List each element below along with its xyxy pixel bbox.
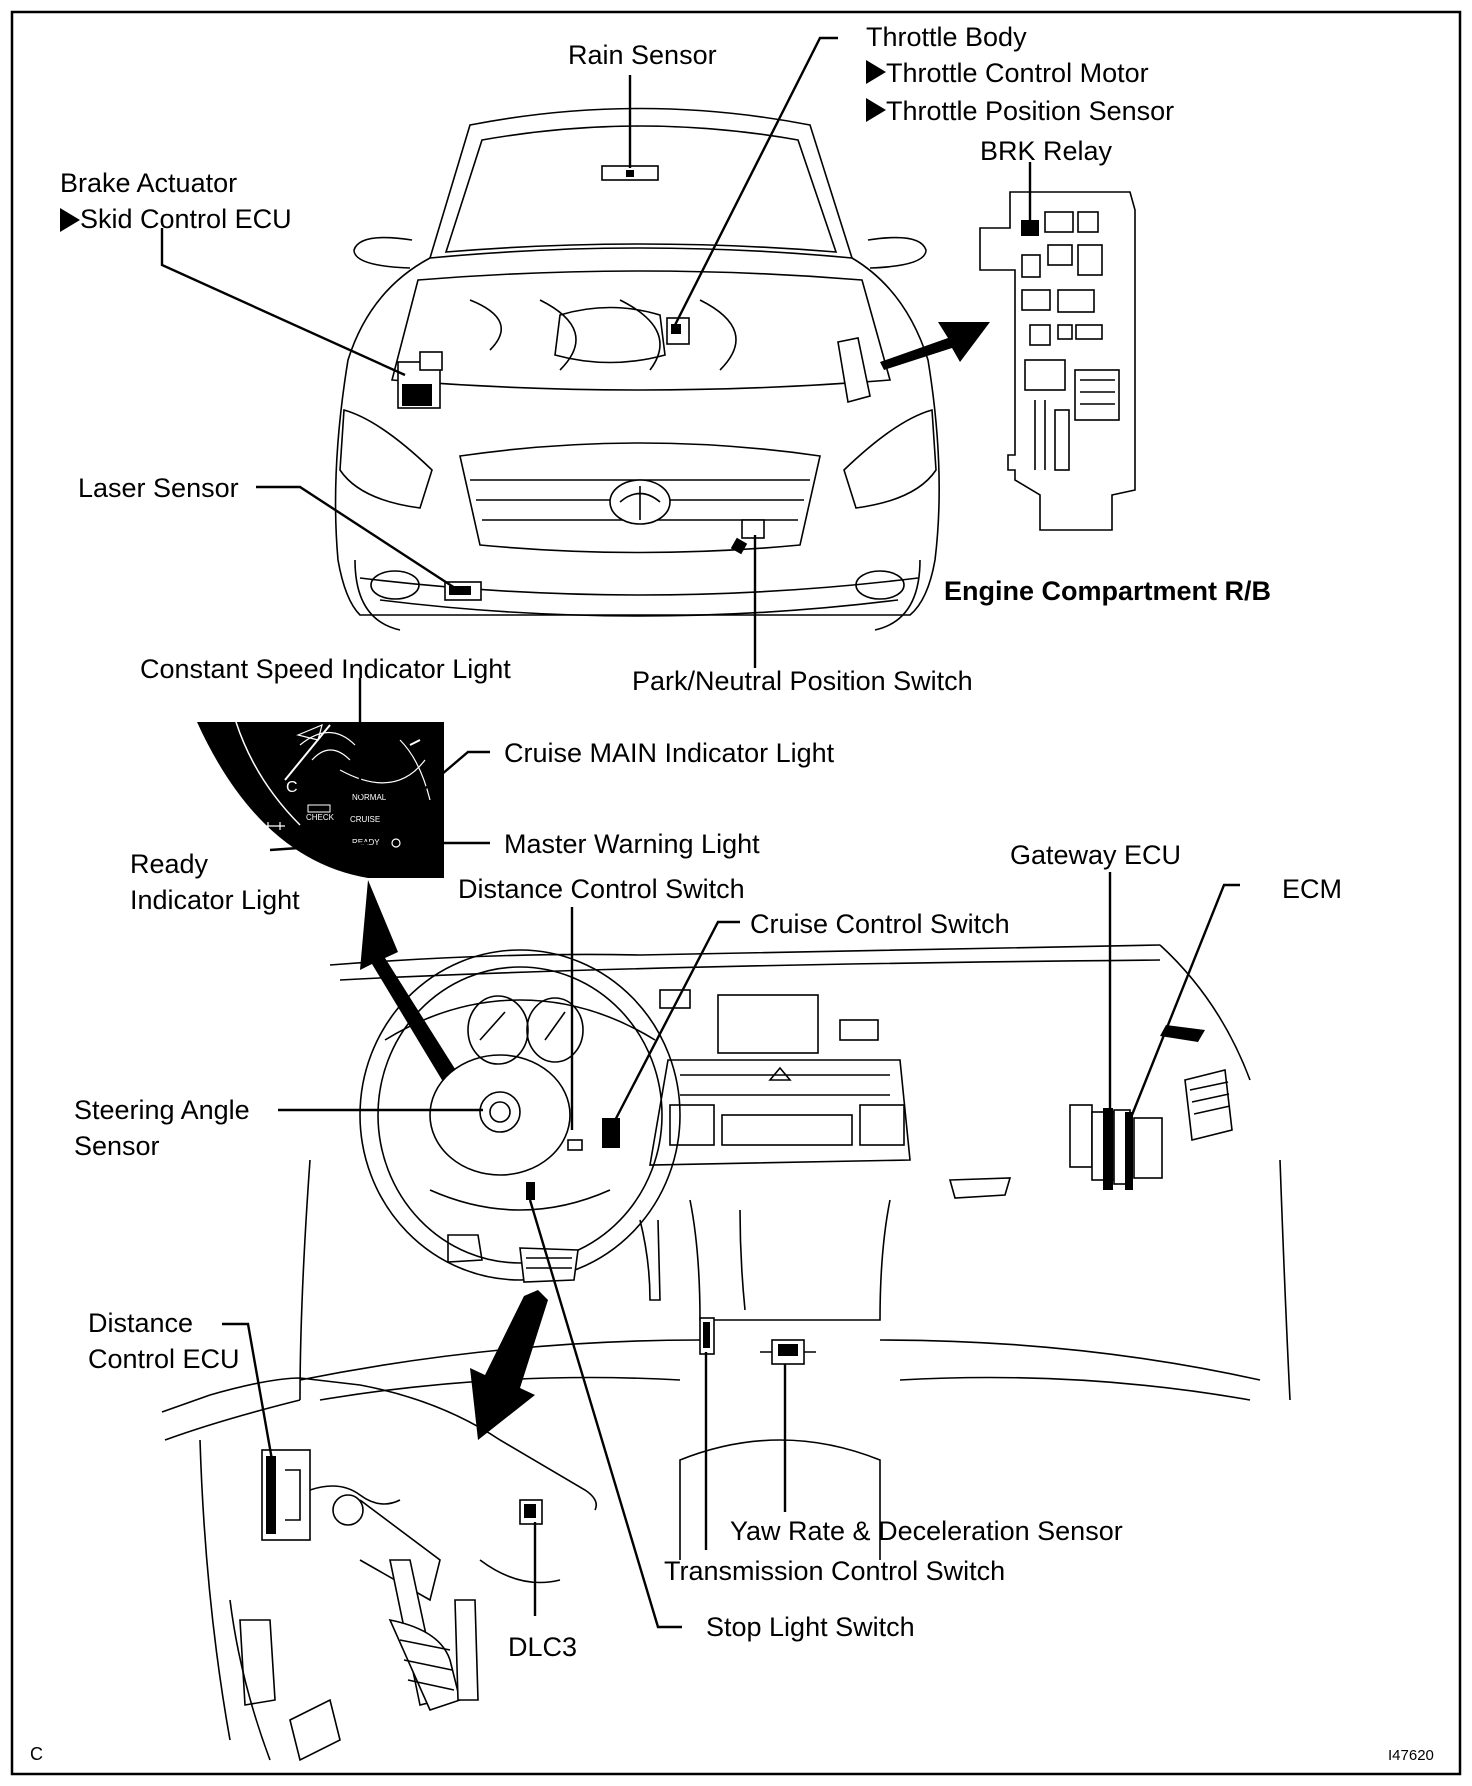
lower-dash-inset — [161, 1377, 598, 1762]
label-yaw-rate-sensor: Yaw Rate & Deceleration Sensor — [730, 1516, 1123, 1546]
label-skid-control-ecu: Skid Control ECU — [80, 204, 292, 234]
label-transmission-control-switch: Transmission Control Switch — [664, 1556, 1005, 1586]
label-throttle-control-motor: Throttle Control Motor — [886, 58, 1149, 88]
corner-code-left: C — [30, 1744, 43, 1764]
label-throttle-body: Throttle Body — [866, 22, 1027, 52]
label-distance-ecu-line1: Distance — [88, 1308, 193, 1338]
label-constant-speed-indicator: Constant Speed Indicator Light — [140, 654, 511, 684]
label-brake-actuator: Brake Actuator — [60, 168, 237, 198]
leader-lines — [160, 36, 1240, 1629]
label-gateway-ecu: Gateway ECU — [1010, 840, 1181, 870]
gauge-normal-text: NORMAL — [352, 793, 387, 802]
meter-pointer-arrow — [360, 880, 462, 1090]
label-master-warning-light: Master Warning Light — [504, 829, 760, 859]
label-steering-angle-line2: Sensor — [74, 1131, 160, 1161]
label-cruise-main-indicator: Cruise MAIN Indicator Light — [504, 738, 835, 768]
figure-number: I47620 — [1388, 1747, 1434, 1764]
label-park-neutral-switch: Park/Neutral Position Switch — [632, 666, 973, 696]
diagram-frame — [10, 10, 1462, 1776]
component-labels: Rain Sensor Throttle Body Throttle Contr… — [60, 22, 1342, 1662]
label-laser-sensor: Laser Sensor — [78, 473, 239, 503]
lower-dash-pointer-arrow — [470, 1290, 548, 1440]
label-stop-light-switch: Stop Light Switch — [706, 1612, 915, 1642]
interior-dashboard-illustration — [299, 944, 1291, 1560]
label-ready-line2: Indicator Light — [130, 885, 300, 915]
label-ecm: ECM — [1282, 874, 1342, 904]
label-distance-control-switch: Distance Control Switch — [458, 874, 745, 904]
label-throttle-position-sensor: Throttle Position Sensor — [886, 96, 1174, 126]
label-brk-relay: BRK Relay — [980, 136, 1113, 166]
bullet-triangle-icon — [60, 208, 80, 232]
label-rain-sensor: Rain Sensor — [568, 40, 717, 70]
relay-box-pointer-arrow — [880, 322, 990, 370]
label-engine-compartment-rb: Engine Compartment R/B — [944, 576, 1271, 606]
bullet-triangle-icon — [866, 60, 886, 84]
label-cruise-control-switch: Cruise Control Switch — [750, 909, 1010, 939]
vehicle-front-illustration — [334, 107, 940, 631]
gauge-cruise-text: CRUISE — [350, 815, 380, 824]
label-distance-ecu-line2: Control ECU — [88, 1344, 240, 1374]
combination-meter-inset: C CHECK NORMAL CRUISE READY — [197, 721, 444, 878]
gauge-check-text: CHECK — [306, 813, 335, 822]
engine-compartment-relay-block — [979, 191, 1136, 531]
label-ready-line1: Ready — [130, 849, 209, 879]
label-dlc3: DLC3 — [508, 1632, 577, 1662]
bullet-triangle-icon — [866, 98, 886, 122]
label-steering-angle-line1: Steering Angle — [74, 1095, 250, 1125]
gauge-c-text: C — [286, 779, 298, 796]
